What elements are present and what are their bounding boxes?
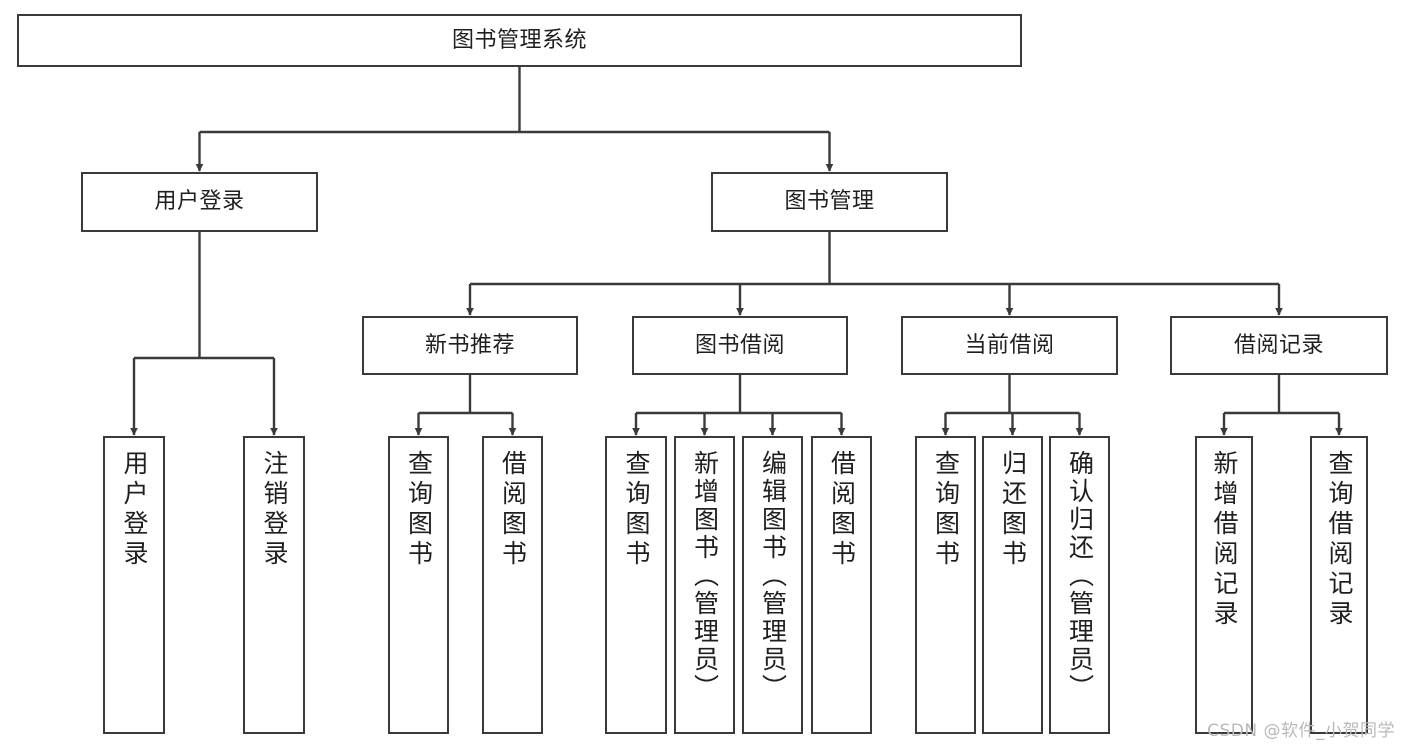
node-newbook[interactable]: 新书推荐 xyxy=(362,316,578,375)
node-leaf-borrow-add[interactable]: 新增图书（管理员） xyxy=(674,436,735,734)
node-leaf-borrow-lend[interactable]: 借阅图书 xyxy=(811,436,872,734)
node-label: 查询图书 xyxy=(404,450,434,570)
node-leaf-record-add[interactable]: 新增借阅记录 xyxy=(1195,436,1253,734)
node-leaf-new-query[interactable]: 查询图书 xyxy=(388,436,449,734)
node-leaf-new-borrow[interactable]: 借阅图书 xyxy=(482,436,543,734)
node-label: 查询借阅记录 xyxy=(1325,450,1354,630)
node-label: 注销登录 xyxy=(260,450,289,570)
node-label: 新增借阅记录 xyxy=(1210,450,1239,630)
node-label: 新增图书（管理员） xyxy=(690,450,720,702)
node-leaf-current-query[interactable]: 查询图书 xyxy=(915,436,976,734)
node-records[interactable]: 借阅记录 xyxy=(1170,316,1388,375)
node-leaf-record-query[interactable]: 查询借阅记录 xyxy=(1310,436,1368,734)
node-leaf-current-return[interactable]: 归还图书 xyxy=(982,436,1043,734)
node-current[interactable]: 当前借阅 xyxy=(901,316,1118,375)
node-label: 借阅图书 xyxy=(498,450,528,570)
node-leaf-borrow-query[interactable]: 查询图书 xyxy=(605,436,667,734)
node-label: 图书管理 xyxy=(784,189,875,214)
node-label: 借阅记录 xyxy=(1233,332,1324,358)
node-label: 新书推荐 xyxy=(424,332,515,358)
node-label: 确认归还（管理员） xyxy=(1065,450,1095,702)
node-label: 用户登录 xyxy=(154,189,245,214)
node-leaf-user-logout[interactable]: 注销登录 xyxy=(243,436,305,734)
node-label: 用户登录 xyxy=(120,450,149,570)
node-label: 图书借阅 xyxy=(694,332,785,358)
node-bookmgmt[interactable]: 图书管理 xyxy=(711,172,948,232)
node-leaf-user-login[interactable]: 用户登录 xyxy=(103,436,165,734)
node-login[interactable]: 用户登录 xyxy=(81,172,318,232)
node-borrow[interactable]: 图书借阅 xyxy=(632,316,848,375)
node-label: 借阅图书 xyxy=(827,450,857,570)
node-label: 编辑图书（管理员） xyxy=(758,450,788,702)
node-root[interactable]: 图书管理系统 xyxy=(17,14,1022,67)
node-label: 查询图书 xyxy=(622,450,651,570)
node-leaf-borrow-edit[interactable]: 编辑图书（管理员） xyxy=(742,436,803,734)
node-label: 当前借阅 xyxy=(964,332,1055,358)
node-label: 查询图书 xyxy=(931,450,961,570)
node-label: 图书管理系统 xyxy=(451,27,587,53)
node-label: 归还图书 xyxy=(998,450,1028,570)
node-leaf-current-confirm[interactable]: 确认归还（管理员） xyxy=(1049,436,1110,734)
